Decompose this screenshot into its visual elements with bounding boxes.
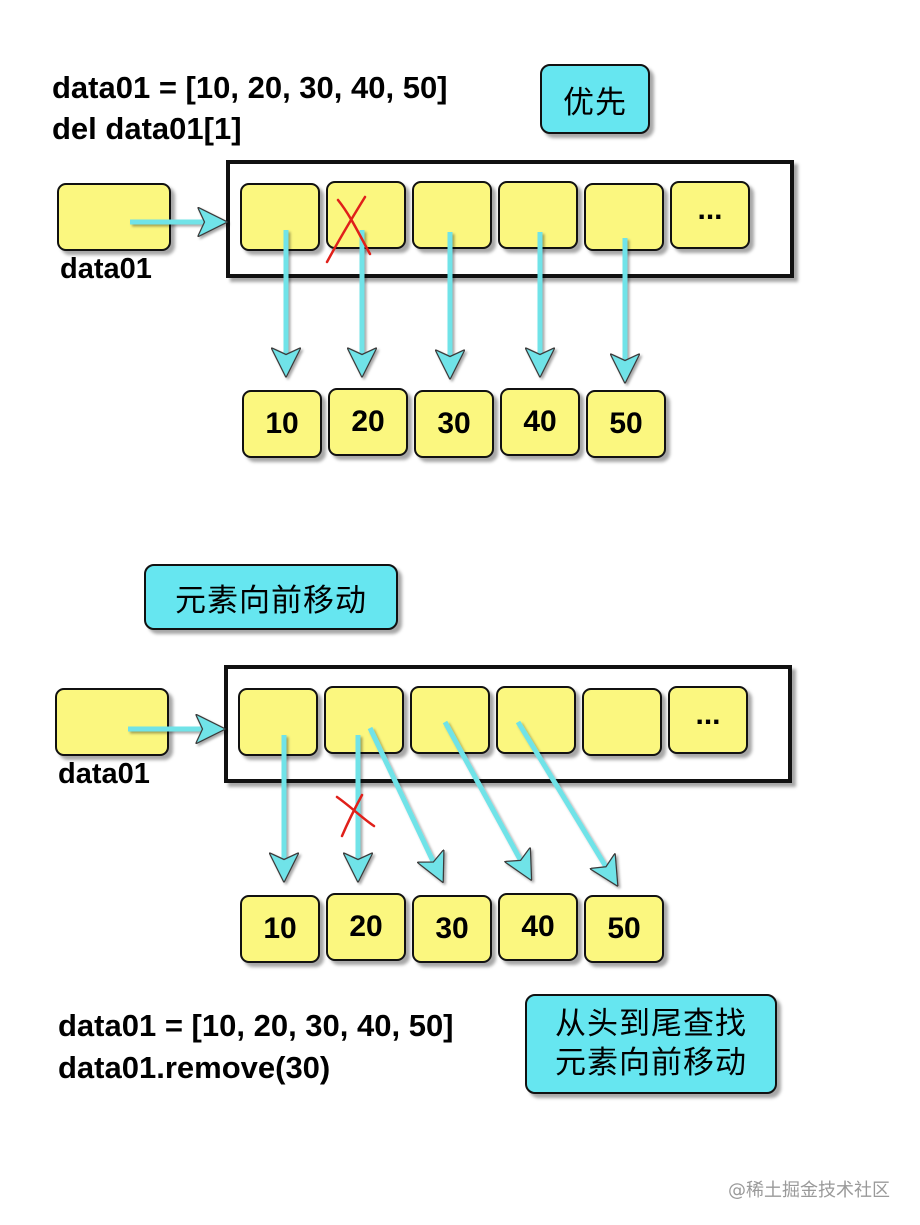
value-text-1-top: 20 — [351, 405, 385, 438]
value-box-2-bottom: 30 — [412, 895, 492, 963]
value-box-0-top: 10 — [242, 390, 322, 458]
value-box-2-top: 30 — [414, 390, 494, 458]
value-box-0-bottom: 10 — [240, 895, 320, 963]
ellipsis-text-top: ... — [697, 193, 723, 226]
value-text-4-bottom: 50 — [607, 912, 641, 945]
value-text-3-top: 40 — [523, 405, 557, 438]
slot-1-top — [326, 181, 406, 249]
slot-0-top — [240, 183, 320, 251]
value-box-4-bottom: 50 — [584, 895, 664, 963]
value-text-2-bottom: 30 — [435, 912, 469, 945]
slot-ellipsis-top: ... — [670, 181, 750, 249]
value-text-3-bottom: 40 — [521, 910, 555, 943]
cross-mark-bottom — [335, 793, 376, 838]
slot-4-bottom — [582, 688, 662, 756]
value-box-3-bottom: 40 — [498, 893, 578, 961]
value-text-2-top: 30 — [437, 407, 471, 440]
slot-2-top — [412, 181, 492, 249]
variable-label-top: data01 — [60, 253, 152, 285]
slot-3-bottom — [496, 686, 576, 754]
note-shift-forward: 元素向前移动 — [144, 564, 398, 630]
slot-0-bottom — [238, 688, 318, 756]
value-box-3-top: 40 — [500, 388, 580, 456]
value-text-0-top: 10 — [265, 407, 299, 440]
ellipsis-text-bottom: ... — [695, 698, 721, 731]
slot-1-bottom — [324, 686, 404, 754]
code-line-del: del data01[1] — [52, 111, 242, 146]
value-text-4-top: 50 — [609, 407, 643, 440]
slot-3-top — [498, 181, 578, 249]
value-box-1-top: 20 — [328, 388, 408, 456]
variable-label-bottom: data01 — [58, 758, 150, 790]
code-line-assign: data01 = [10, 20, 30, 40, 50] — [52, 70, 448, 105]
slot-4-top — [584, 183, 664, 251]
note-search-text: 从头到尾查找 — [555, 1006, 747, 1043]
code-line-remove: data01.remove(30) — [58, 1050, 331, 1085]
value-box-4-top: 50 — [586, 390, 666, 458]
watermark: @稀土掘金技术社区 — [728, 1180, 890, 1201]
slot-2-bottom — [410, 686, 490, 754]
variable-box-top — [57, 183, 171, 251]
note-search-and-shift: 从头到尾查找 元素向前移动 — [525, 994, 777, 1094]
variable-box-bottom — [55, 688, 169, 756]
value-text-1-bottom: 20 — [349, 910, 383, 943]
slot-ellipsis-bottom: ... — [668, 686, 748, 754]
note-priority-text: 优先 — [563, 84, 627, 121]
note-priority: 优先 — [540, 64, 650, 134]
note-shift-forward-text: 元素向前移动 — [175, 582, 367, 619]
note-shift-text: 元素向前移动 — [555, 1045, 747, 1081]
value-text-0-bottom: 10 — [263, 912, 297, 945]
code-line-assign-bottom: data01 = [10, 20, 30, 40, 50] — [58, 1008, 454, 1043]
value-box-1-bottom: 20 — [326, 893, 406, 961]
